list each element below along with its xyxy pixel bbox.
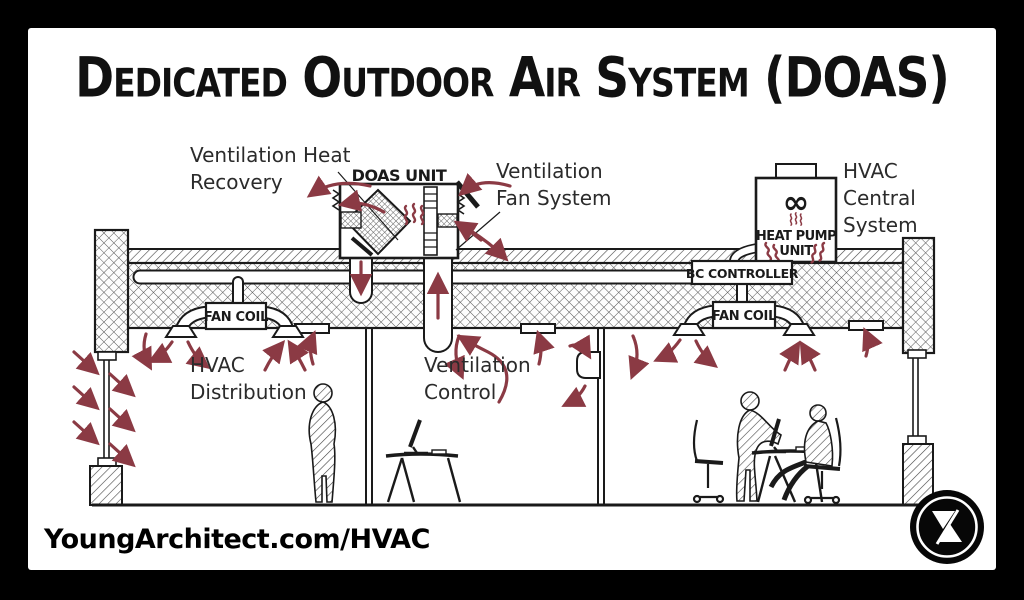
desk-with-monitor [385,419,462,503]
label-ventilation-heat-recovery: Ventilation Heat Recovery [190,143,351,194]
ventilation-control-sensor [576,351,601,379]
watermark-url: YoungArchitect.com/HVAC [44,524,430,555]
young-architect-logo-icon [910,490,984,564]
fan-coil-label: FAN COIL [712,309,776,324]
label-hvac-distribution: HVAC Distribution [190,353,307,404]
bc-controller-label: BC CONTROLLER [686,266,799,281]
diffuser-icon [672,323,706,336]
heat-pump-label-line2: UNIT [779,244,813,259]
label-ventilation-fan-system: Ventilation Fan System [496,159,612,210]
office-chair [692,419,725,504]
doas-unit: DOAS UNIT [331,166,480,260]
bc-controller: BC CONTROLLER [686,259,799,286]
airflow-arrows [72,173,883,468]
fan-coil-label: FAN COIL [204,310,268,325]
diffuser-icon [271,325,305,338]
spring-icon [456,193,466,215]
diffuser-icon [782,323,816,336]
heat-pump-label-line1: HEAT PUMP [756,229,836,244]
fan-coil-left: FAN COIL [164,301,305,338]
people-and-furniture [308,383,842,505]
page-title: Dedicated Outdoor Air System (DOAS) [75,46,950,111]
fan-coil-right: FAN COIL [672,300,816,336]
heat-pump-unit: ∞ HEAT PUMP UNIT [754,163,838,264]
label-hvac-central-system: HVAC Central System [843,159,918,237]
person-standing [313,383,333,403]
doas-unit-label: DOAS UNIT [352,166,447,185]
person-seated [809,404,827,422]
office-chair [803,417,842,505]
diffuser-icon [164,325,198,338]
fan-section-icon [423,186,438,256]
person-leaning [740,391,760,411]
label-ventilation-control: Ventilation Control [424,353,531,404]
